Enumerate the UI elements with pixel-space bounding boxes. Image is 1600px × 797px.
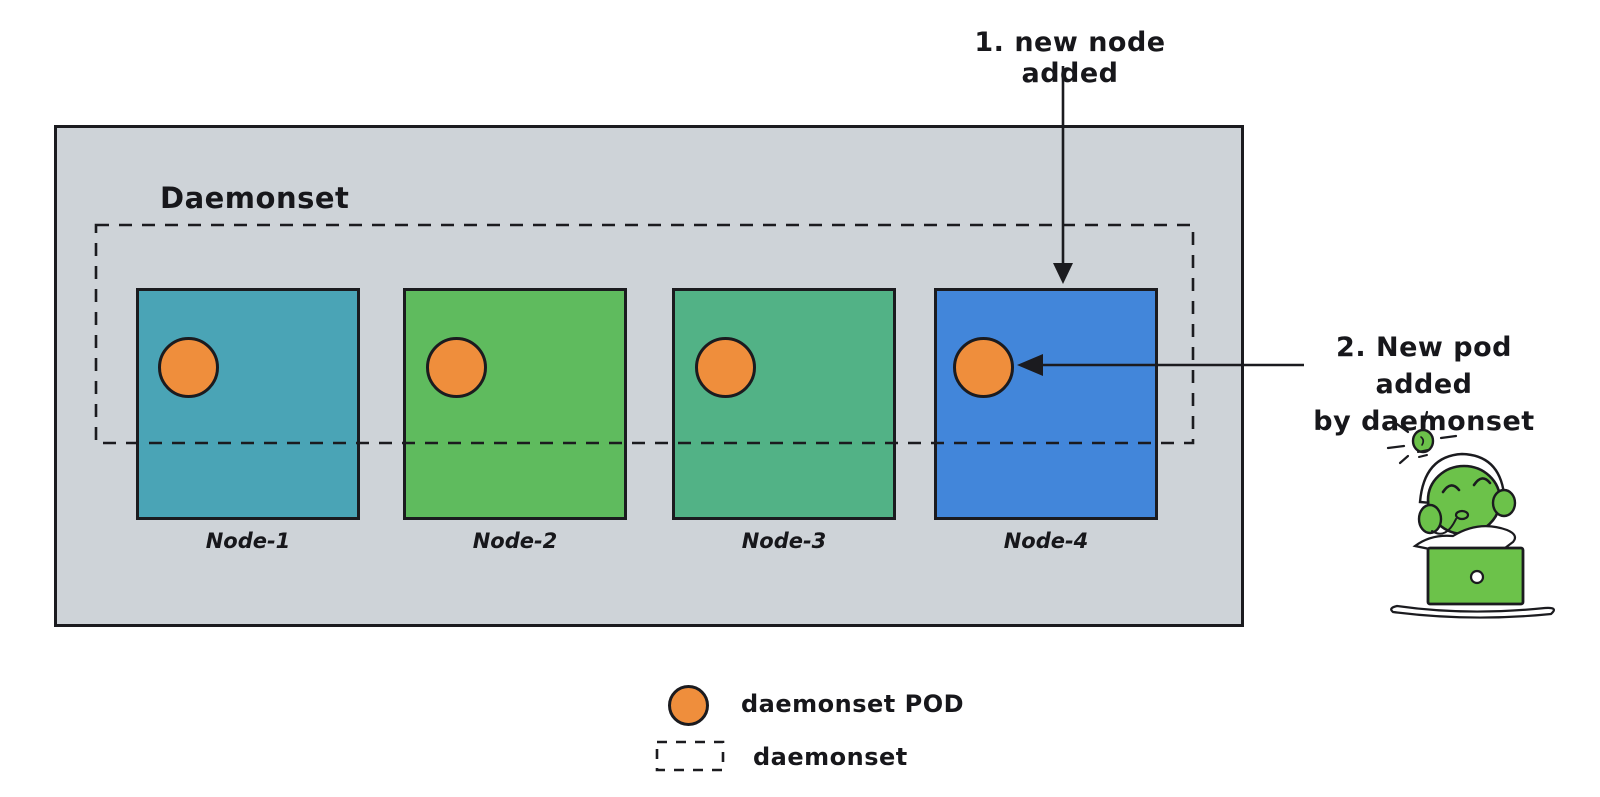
mascot-head [1426,464,1502,536]
annotation-new-pod: 2. New pod added by daemonset [1295,329,1553,440]
mascot-body [1412,525,1517,553]
pod-icon-node-4 [953,337,1014,398]
legend-pod-icon [668,685,709,726]
mascot-eye-left [1441,484,1461,494]
legend-daemonset-dashed-box [655,740,725,772]
laptop-icon [1426,546,1525,606]
node-1-box [136,288,360,520]
legend-daemonset-label: daemonset [753,743,908,771]
mascot [1386,410,1556,619]
annotation-new-pod-line1: 2. New pod added [1336,332,1512,400]
node-1-label: Node-1 [205,529,291,553]
earmuff-left-icon [1417,503,1443,535]
laptop-logo-icon [1469,569,1485,585]
legend-pod-label: daemonset POD [741,690,965,718]
node-3-box [672,288,896,520]
headphones-band-icon [1418,452,1506,505]
mic-boom-icon [1431,518,1457,535]
node-2-box [403,288,627,520]
annotation-new-pod-line2: by daemonset [1313,406,1535,437]
mascot-eye-right [1472,477,1492,487]
node-3-label: Node-3 [741,529,827,553]
desk-line [1390,604,1556,619]
node-4-box [934,288,1158,520]
node-4-label: Node-4 [1003,529,1089,553]
node-2-label: Node-2 [472,529,558,553]
annotation-new-node: 1. new node added [974,27,1166,89]
pod-icon-node-2 [426,337,487,398]
earmuff-right-icon [1491,488,1517,518]
daemonset-label: Daemonset [160,181,350,215]
mascot-mouth [1454,509,1470,521]
pod-icon-node-1 [158,337,219,398]
pod-icon-node-3 [695,337,756,398]
